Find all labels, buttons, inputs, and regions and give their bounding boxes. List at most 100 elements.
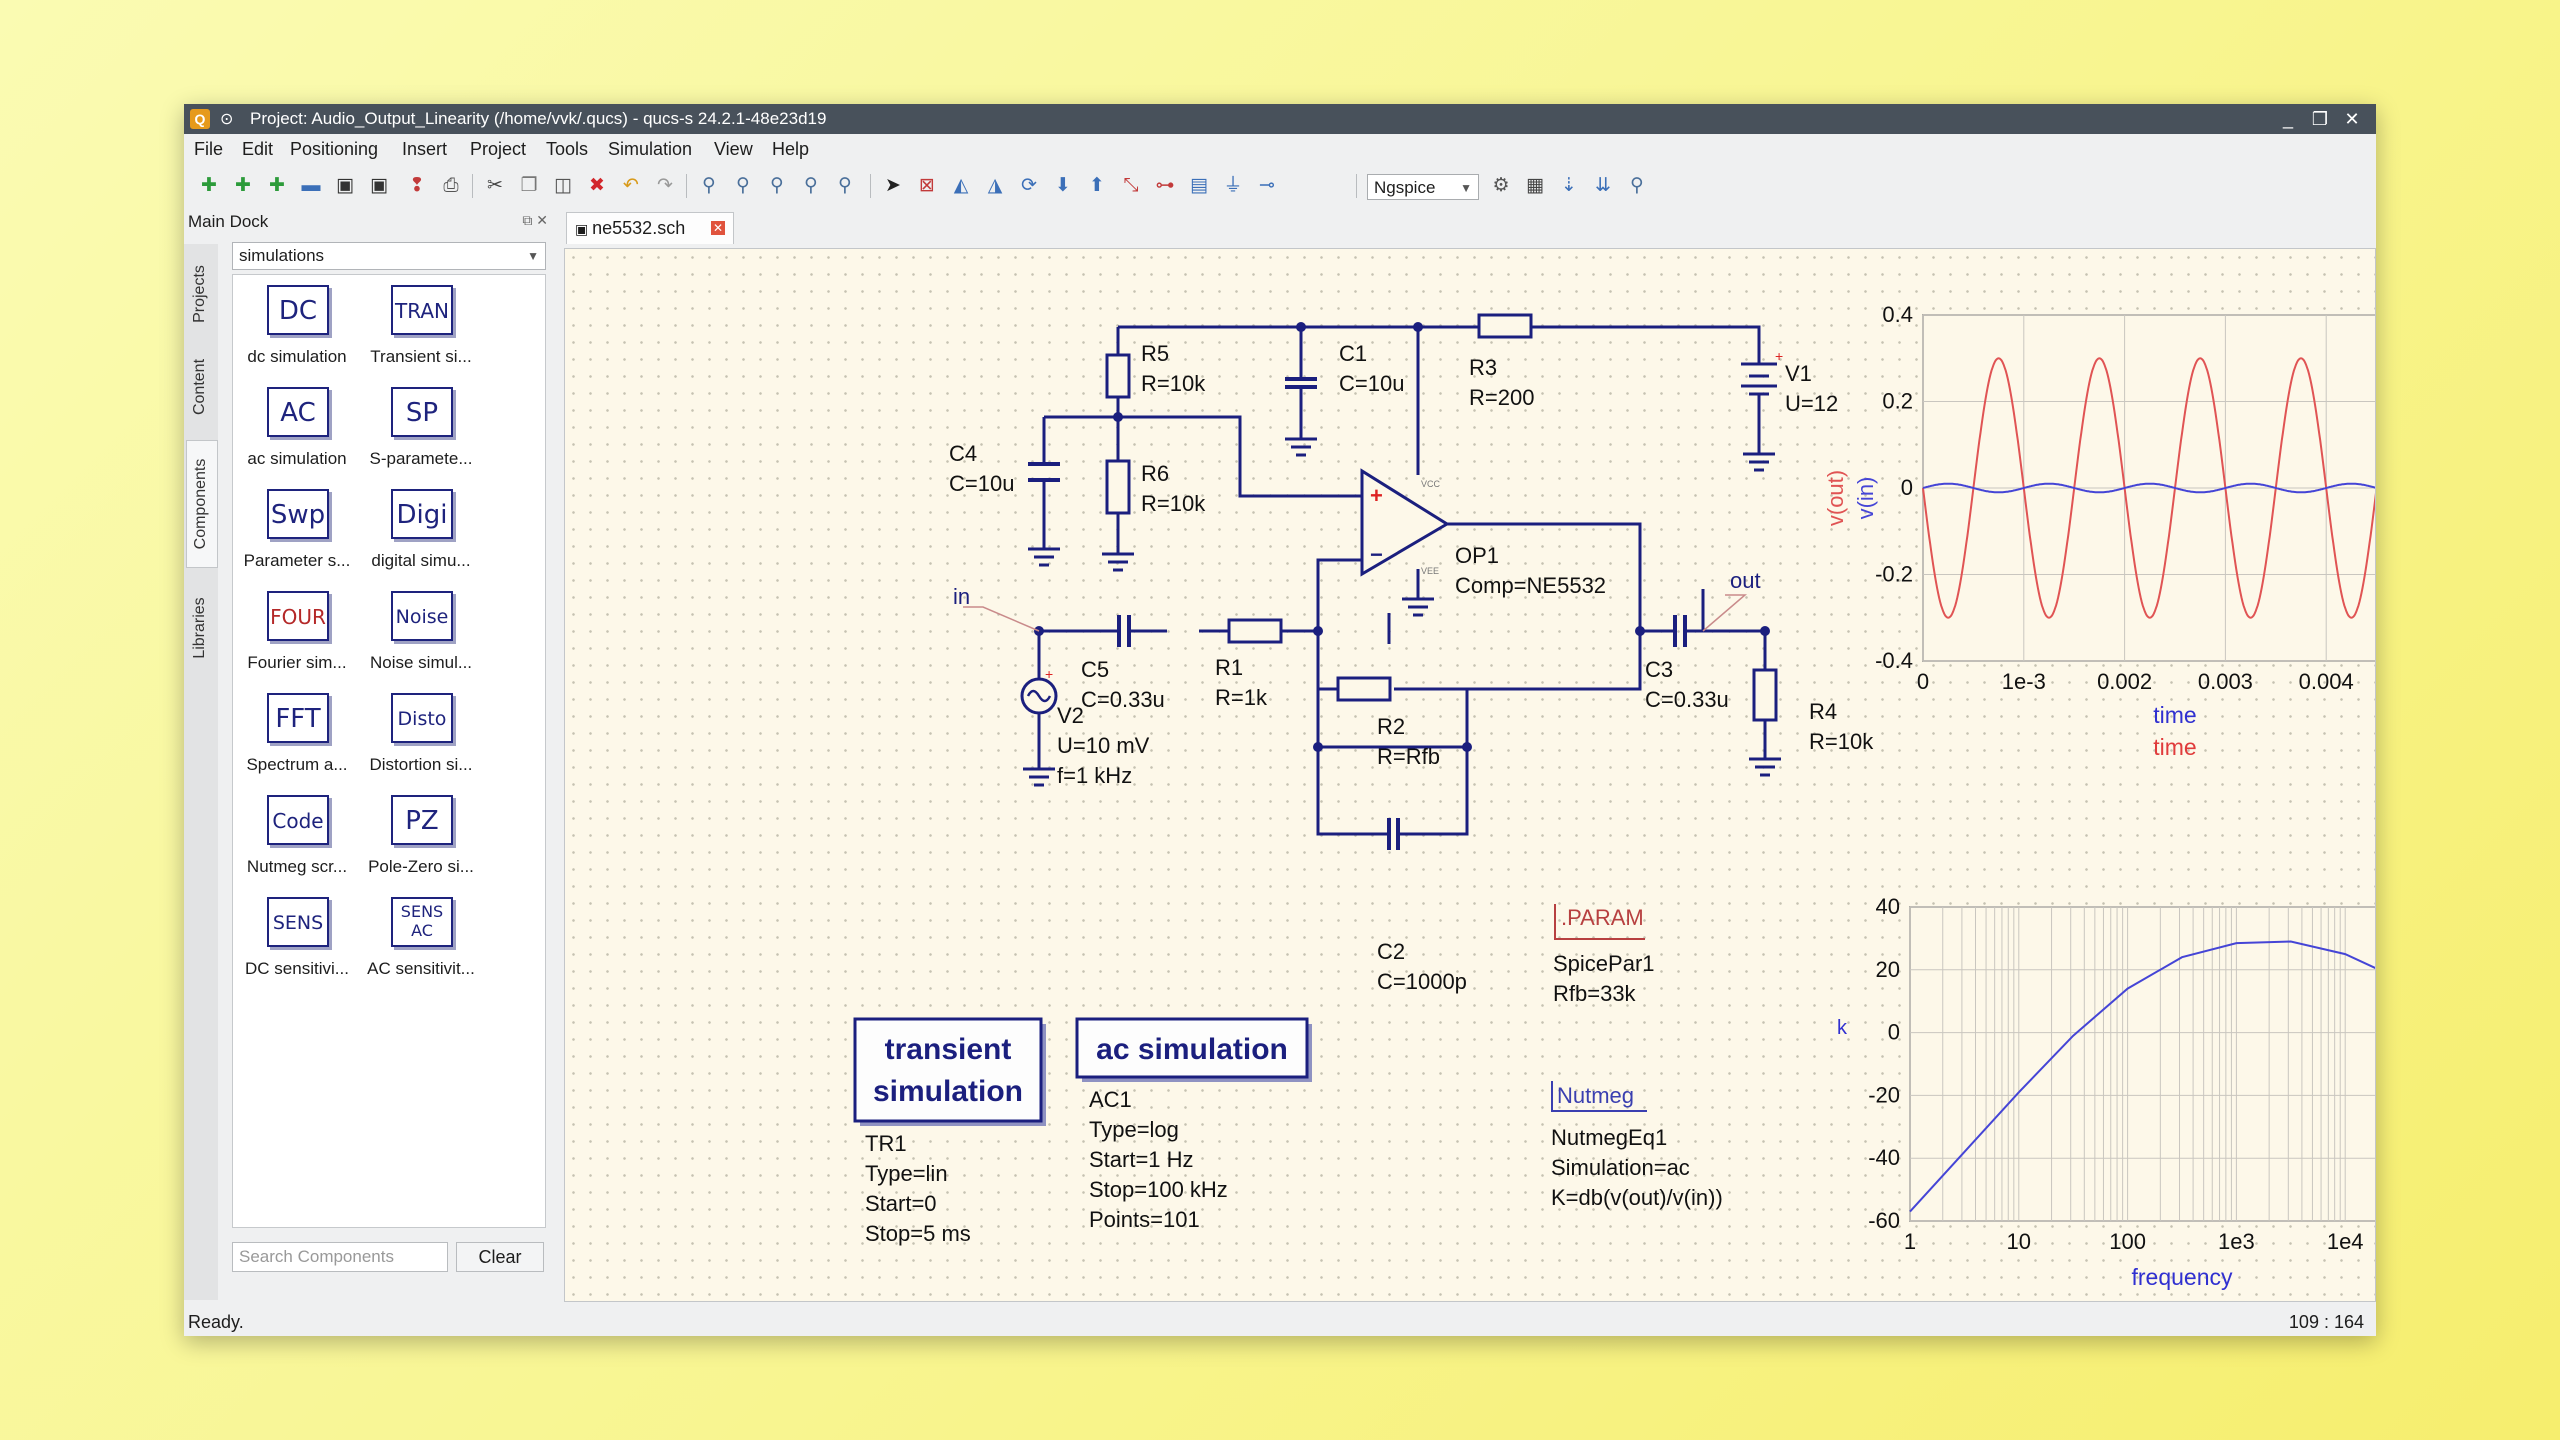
wire-icon[interactable]: ⤡ — [1123, 175, 1139, 196]
menu-simulation[interactable]: Simulation — [608, 139, 693, 159]
keep-above-icon[interactable]: ⊙ — [220, 111, 234, 128]
nutmeg-simulation: Simulation=ac — [1551, 1155, 1690, 1180]
menu-project[interactable]: Project — [470, 139, 527, 159]
zoom-select-icon[interactable]: ⚲ — [838, 175, 852, 196]
print-icon[interactable]: ⎙ — [443, 175, 459, 196]
zoom-1to1-icon[interactable]: ⚲ — [804, 175, 818, 196]
find-icon[interactable]: ⚲ — [1630, 175, 1644, 196]
goto-subcircuit-icon[interactable]: ⬇ — [1055, 175, 1071, 196]
value-op1: Comp=NE5532 — [1455, 573, 1606, 598]
dc-sim-icon: DC — [267, 285, 329, 335]
tab-ne5532-sch[interactable]: ▣ ne5532.sch✕ — [566, 212, 734, 244]
component-category-select[interactable]: simulations▼ — [232, 242, 546, 270]
simulate-gear-icon[interactable]: ⚙ — [1492, 175, 1510, 196]
mirror-x-icon[interactable]: ◭ — [953, 175, 969, 196]
search-components-input[interactable]: Search Components — [232, 1242, 448, 1272]
tran-start: Start=0 — [865, 1191, 937, 1216]
resistor-bodies — [1105, 313, 1778, 722]
component-label: Spectrum a... — [246, 755, 348, 774]
select-pointer-icon[interactable]: ➤ — [885, 175, 901, 196]
new-project-icon[interactable]: ✚ — [269, 175, 285, 196]
net-dots — [1034, 322, 1770, 752]
new-document-icon[interactable]: ✚ — [201, 175, 217, 196]
paste-icon[interactable]: ◫ — [554, 175, 572, 196]
go-up-icon[interactable]: ⬆ — [1089, 175, 1105, 196]
new-text-icon[interactable]: ✚ — [235, 175, 251, 196]
net-label-in: in — [953, 584, 970, 609]
menu-positioning[interactable]: Positioning — [290, 139, 379, 159]
copy-icon[interactable]: ❐ — [520, 175, 538, 196]
dock-float-close-icons[interactable]: ⧉ ✕ — [522, 212, 548, 228]
save-all-icon[interactable]: ▣ — [370, 175, 388, 196]
maximize-button[interactable]: ❐ — [2311, 109, 2329, 129]
schematic-canvas[interactable]: + + + − VCC VEE in out R5 — [564, 248, 2376, 1302]
zoom-in-icon[interactable]: ⚲ — [736, 175, 750, 196]
show-netlist-icon[interactable]: ⇊ — [1595, 175, 1611, 196]
wire-label-icon[interactable]: ⊶ — [1155, 175, 1175, 196]
ground-icon[interactable]: ⏚ — [1223, 175, 1243, 196]
x-tick-label: 100 — [2109, 1229, 2146, 1254]
document-tab-bar: ▣ ne5532.sch✕ — [564, 208, 2376, 248]
x-axis-label: time — [2153, 734, 2196, 760]
tab-components[interactable]: Components — [186, 440, 218, 568]
transient-simulation-block[interactable]: transient simulation TR1 Type=lin Start=… — [853, 1017, 1046, 1246]
close-window-button[interactable]: ✕ — [2344, 109, 2360, 129]
close-tab-icon[interactable]: ✕ — [711, 221, 725, 235]
tab-content[interactable]: Content — [191, 358, 208, 416]
tab-libraries[interactable]: Libraries — [191, 597, 208, 659]
schematic-drawing: + + + − VCC VEE in out R5 — [853, 302, 2376, 1290]
rotate-icon[interactable]: ⟳ — [1021, 175, 1037, 196]
simulator-select[interactable]: Ngspice▼ — [1367, 174, 1479, 200]
set-marker-icon[interactable]: ⇣ — [1561, 175, 1577, 196]
delete-icon[interactable]: ✖ — [589, 175, 605, 196]
menu-tools[interactable]: Tools — [546, 139, 589, 159]
horizontal-scrollbar[interactable] — [567, 1291, 2363, 1301]
port-icon[interactable]: ⊸ — [1259, 175, 1275, 196]
menu-file[interactable]: File — [194, 139, 224, 159]
equation-icon[interactable]: ▤ — [1190, 175, 1208, 196]
ac-type: Type=log — [1089, 1117, 1179, 1142]
zoom-out-icon[interactable]: ⚲ — [770, 175, 784, 196]
menu-view[interactable]: View — [714, 139, 753, 159]
dpl-toggle-icon[interactable]: ▦ — [1526, 175, 1544, 196]
menu-insert[interactable]: Insert — [402, 139, 448, 159]
cut-icon[interactable]: ✂ — [487, 175, 503, 196]
undo-icon[interactable]: ↶ — [623, 175, 639, 196]
opamp-op1: + − VCC VEE — [1350, 468, 1450, 577]
vertical-scrollbar[interactable] — [2363, 251, 2373, 1291]
open-icon[interactable]: ▬ — [301, 175, 321, 196]
transient-chart[interactable]: 01e-30.0020.0030.0040.0050.40.20-0.2-0.4… — [1823, 302, 2376, 760]
tab-projects[interactable]: Projects — [191, 265, 208, 323]
menu-edit[interactable]: Edit — [242, 139, 274, 159]
menu-help[interactable]: Help — [772, 139, 810, 159]
y-tick-label: -40 — [1868, 1145, 1900, 1170]
value2-v2: f=1 kHz — [1057, 763, 1132, 788]
value-c3: C=0.33u — [1645, 687, 1729, 712]
clear-button[interactable]: Clear — [456, 1242, 544, 1272]
mirror-y-icon[interactable]: ◮ — [987, 175, 1003, 196]
grid — [1909, 906, 2375, 1222]
save-icon[interactable]: ▣ — [336, 175, 354, 196]
zoom-fit-icon[interactable]: ⚲ — [702, 175, 716, 196]
ac-simulation-block[interactable]: ac simulation AC1 Type=log Start=1 Hz St… — [1075, 1017, 1312, 1232]
redo-icon[interactable]: ↷ — [657, 175, 673, 196]
print-preview-icon[interactable]: ❢ — [409, 175, 425, 196]
minimize-button[interactable]: _ — [2282, 109, 2293, 129]
main-dock: Main Dock ⧉ ✕ Projects Content Component… — [184, 208, 556, 1302]
deactivate-icon[interactable]: ⊠ — [919, 175, 935, 196]
